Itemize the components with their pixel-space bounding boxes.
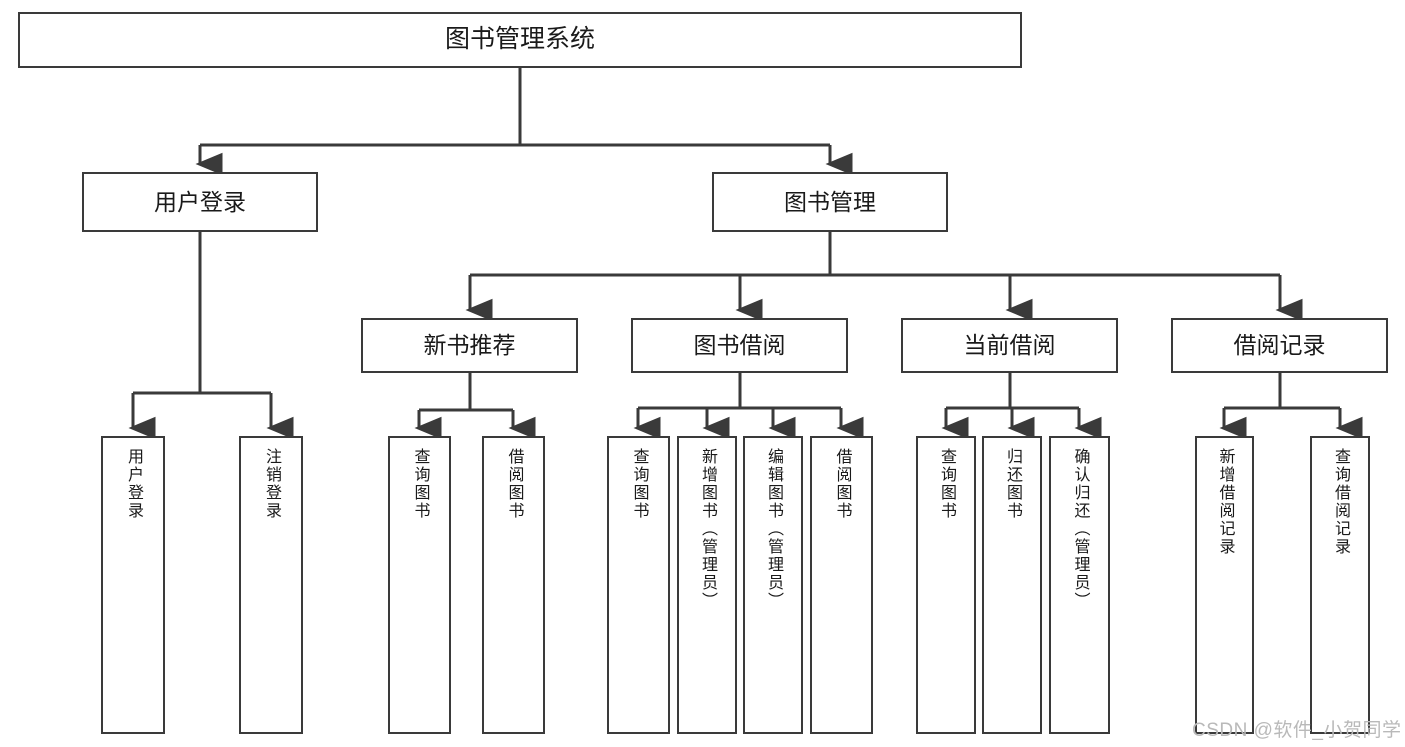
leaf-query-book-current[interactable]: 查询图书: [916, 436, 976, 734]
leaf-user-logout[interactable]: 注销登录: [239, 436, 303, 734]
node-book-management-label: 图书管理: [784, 188, 876, 215]
node-borrow-record-label: 借阅记录: [1233, 332, 1326, 359]
node-book-management[interactable]: 图书管理: [712, 172, 948, 232]
node-root[interactable]: 图书管理系统: [18, 12, 1022, 68]
leaf-add-book-admin[interactable]: 新增图书（管理员）: [677, 436, 737, 734]
leaf-add-borrow-record[interactable]: 新增借阅记录: [1195, 436, 1254, 734]
node-book-borrow[interactable]: 图书借阅: [631, 318, 848, 373]
node-book-borrow-label: 图书借阅: [693, 332, 786, 359]
node-current-borrow[interactable]: 当前借阅: [901, 318, 1118, 373]
node-user-login-label: 用户登录: [154, 188, 246, 215]
csdn-watermark: CSDN @软件_小贺同学: [1192, 720, 1402, 741]
leaf-borrow-book-recommend[interactable]: 借阅图书: [482, 436, 545, 734]
node-new-book-recommend[interactable]: 新书推荐: [361, 318, 578, 373]
leaf-user-login[interactable]: 用户登录: [101, 436, 165, 734]
node-user-login[interactable]: 用户登录: [82, 172, 318, 232]
node-current-borrow-label: 当前借阅: [963, 332, 1056, 359]
leaf-return-book[interactable]: 归还图书: [982, 436, 1042, 734]
node-new-book-recommend-label: 新书推荐: [423, 332, 516, 359]
leaf-query-book-borrow[interactable]: 查询图书: [607, 436, 670, 734]
node-root-label: 图书管理系统: [444, 25, 595, 54]
leaf-borrow-book[interactable]: 借阅图书: [810, 436, 873, 734]
leaf-query-book-recommend[interactable]: 查询图书: [388, 436, 451, 734]
node-borrow-record[interactable]: 借阅记录: [1171, 318, 1388, 373]
leaf-query-borrow-record[interactable]: 查询借阅记录: [1310, 436, 1370, 734]
leaf-confirm-return-admin[interactable]: 确认归还（管理员）: [1049, 436, 1110, 734]
leaf-edit-book-admin[interactable]: 编辑图书（管理员）: [743, 436, 803, 734]
